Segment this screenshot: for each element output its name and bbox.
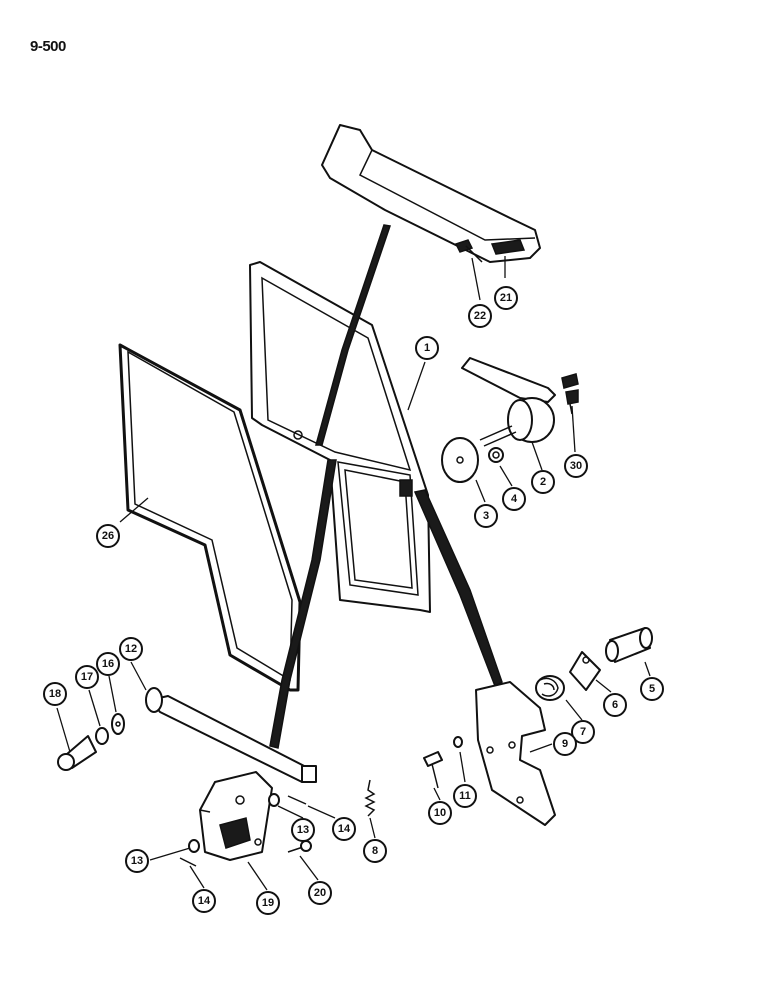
callout-4: 4 xyxy=(502,487,526,511)
callout-9: 9 xyxy=(553,732,577,756)
callout-label: 8 xyxy=(372,845,378,857)
latch-body-part xyxy=(199,771,273,861)
callout-19: 19 xyxy=(256,891,280,915)
callout-13-left: 13 xyxy=(125,849,149,873)
connector-band-right xyxy=(413,489,503,688)
callout-26: 26 xyxy=(96,524,120,548)
window-seal-part xyxy=(118,343,302,692)
callout-label: 2 xyxy=(540,476,546,488)
callout-label: 11 xyxy=(459,790,471,802)
bolt-and-washer-part xyxy=(423,736,463,789)
disc-part xyxy=(441,437,479,483)
callout-16: 16 xyxy=(96,652,120,676)
callout-label: 26 xyxy=(102,530,114,542)
callout-7: 7 xyxy=(571,720,595,744)
callout-label: 9 xyxy=(562,738,568,750)
callout-label: 19 xyxy=(262,897,274,909)
callout-3: 3 xyxy=(474,504,498,528)
connector-band-handle xyxy=(315,224,391,446)
callout-label: 18 xyxy=(49,688,61,700)
callout-2: 2 xyxy=(531,470,555,494)
callout-label: 30 xyxy=(570,460,582,472)
callout-label: 16 xyxy=(102,658,114,670)
callout-label: 17 xyxy=(81,671,93,683)
nut-part xyxy=(488,447,504,463)
washers-and-pins-part xyxy=(179,793,307,867)
callout-5: 5 xyxy=(640,677,664,701)
lock-housing-part xyxy=(461,357,556,447)
page-number: 9-500 xyxy=(30,38,66,55)
keys-part xyxy=(561,373,579,415)
callout-11: 11 xyxy=(453,784,477,808)
callout-label: 14 xyxy=(338,823,351,835)
callout-14-right: 14 xyxy=(332,817,356,841)
mounting-plate-part xyxy=(569,651,601,691)
callout-label: 20 xyxy=(314,887,326,899)
latch-bolt-part xyxy=(287,840,312,853)
rod-assembly-part xyxy=(145,687,317,783)
connector-band-left xyxy=(269,459,337,749)
callout-label: 1 xyxy=(424,342,430,354)
callout-8: 8 xyxy=(363,839,387,863)
callout-18: 18 xyxy=(43,682,67,706)
callout-label: 3 xyxy=(483,510,489,522)
callout-label: 13 xyxy=(297,824,309,836)
callout-label: 13 xyxy=(131,855,143,867)
latch-plate-part xyxy=(475,681,556,826)
callout-10: 10 xyxy=(428,801,452,825)
callout-20: 20 xyxy=(308,881,332,905)
callout-30: 30 xyxy=(564,454,588,478)
leader-lines xyxy=(56,256,651,891)
callout-label: 21 xyxy=(500,292,512,304)
callout-21: 21 xyxy=(494,286,518,310)
callout-label: 22 xyxy=(474,310,486,322)
extension-spring-part xyxy=(364,779,376,817)
callout-label: 10 xyxy=(434,807,446,819)
callout-label: 7 xyxy=(580,726,586,738)
cylinder-part xyxy=(605,627,653,663)
callout-22: 22 xyxy=(468,304,492,328)
screw-part xyxy=(454,239,483,263)
callout-12: 12 xyxy=(119,637,143,661)
callout-17: 17 xyxy=(75,665,99,689)
callout-13-right: 13 xyxy=(291,818,315,842)
callout-label: 14 xyxy=(198,895,211,907)
knob-assembly-part xyxy=(57,713,125,771)
callout-label: 12 xyxy=(125,643,137,655)
callout-label: 5 xyxy=(649,683,655,695)
callout-1: 1 xyxy=(415,336,439,360)
callout-14-left: 14 xyxy=(192,889,216,913)
callout-label: 4 xyxy=(511,493,518,505)
callout-6: 6 xyxy=(603,693,627,717)
grab-handle-part xyxy=(321,124,541,263)
door-frame-part xyxy=(249,261,431,613)
callout-label: 6 xyxy=(612,699,618,711)
coil-spring-part xyxy=(535,675,565,701)
